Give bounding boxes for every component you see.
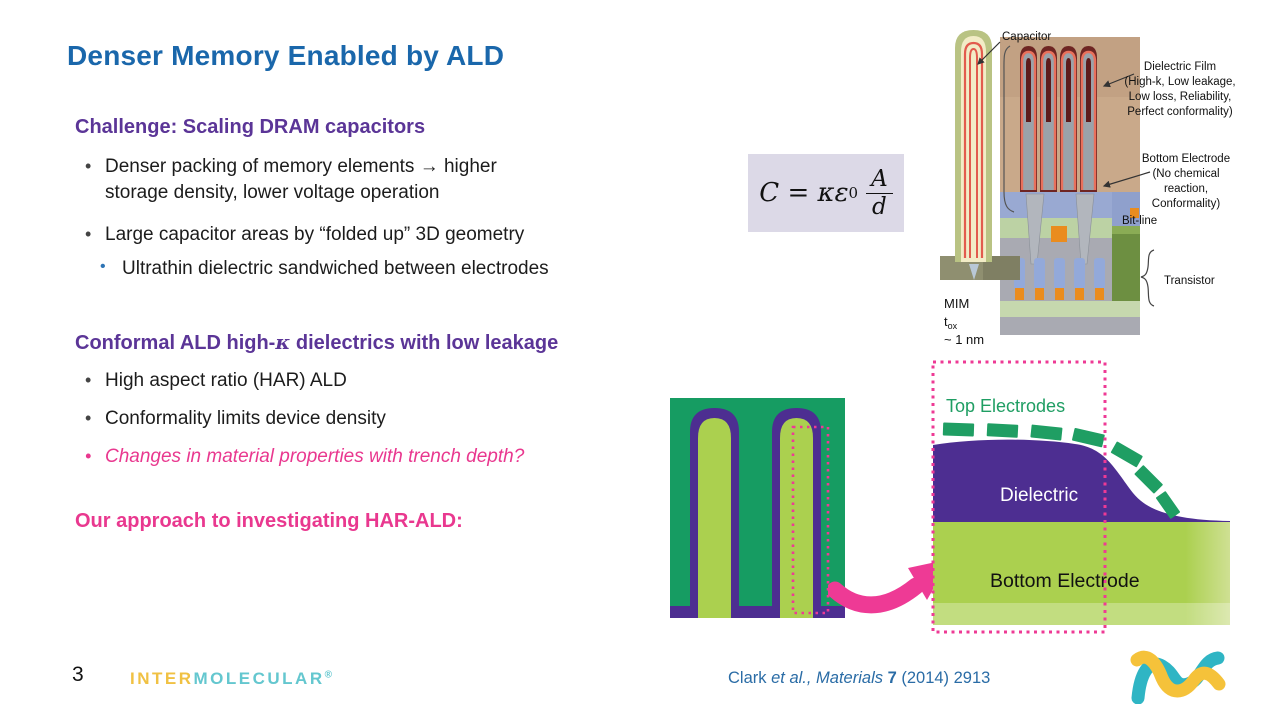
mim-pillar — [940, 30, 1020, 280]
conformal-heading-pre: Conformal ALD high- — [75, 332, 276, 354]
conformal-heading: Conformal ALD high-κ dielectrics with lo… — [75, 330, 558, 355]
conformal-heading-post: dielectrics with low leakage — [290, 332, 559, 354]
dielectric-film-label: Dielectric Film — [1144, 61, 1216, 73]
bullet-trench-depth-question: Changes in material properties with tren… — [85, 443, 685, 470]
tox-value-label: ~ 1 nm — [944, 332, 984, 347]
dram-labels: Capacitor Dielectric Film (High-k, Low l… — [944, 31, 1236, 347]
citation: Clark et al., Materials 7 (2014) 2913 — [728, 669, 991, 687]
trench-pillar-left — [690, 408, 739, 618]
svg-text:(High-k, Low leakage,: (High-k, Low leakage, — [1124, 76, 1235, 88]
logo-molecular: MOLECULAR — [193, 669, 325, 688]
sub-bullet-ultrathin: Ultrathin dielectric sandwiched between … — [100, 254, 682, 282]
svg-text:Perfect conformality): Perfect conformality) — [1127, 106, 1233, 118]
annotation-arrows — [977, 41, 1155, 307]
logo-inter: INTER — [130, 669, 194, 688]
m-brand-logo — [1130, 650, 1226, 704]
bottom-electrode-region-label: Bottom Electrode — [990, 570, 1140, 592]
bullet-denser-packing: Denser packing of memory elements → high… — [85, 153, 625, 206]
dram-capacitor-figure: Capacitor Dielectric Film (High-k, Low l… — [940, 30, 1236, 347]
dram-panel — [1000, 37, 1140, 335]
svg-text:(No chemical: (No chemical — [1152, 168, 1219, 180]
conformal-heading-kappa: κ — [275, 330, 291, 354]
zoom-region-box — [791, 425, 830, 615]
m-logo-yellow-wave — [1130, 650, 1226, 698]
capacitor-pillars — [1020, 46, 1097, 192]
dielectric-label: Dielectric — [1000, 485, 1078, 506]
bitline-label: Bit-line — [1122, 215, 1157, 227]
svg-text:Low loss, Reliability,: Low loss, Reliability, — [1129, 91, 1232, 103]
bottom-electrode-region — [933, 521, 1230, 625]
trench-figure — [670, 398, 845, 618]
zoom-frame — [931, 360, 1107, 634]
svg-text:reaction,: reaction, — [1164, 183, 1208, 195]
challenge-heading: Challenge: Scaling DRAM capacitors — [75, 116, 426, 138]
bullet-har-ald: High aspect ratio (HAR) ALD — [85, 367, 665, 394]
top-electrode-dashes — [942, 422, 1180, 519]
page-title: Denser Memory Enabled by ALD — [67, 40, 505, 71]
approach-heading: Our approach to investigating HAR-ALD: — [75, 510, 463, 532]
bullet-conformality: Conformality limits device density — [85, 405, 665, 432]
logo-registered-mark: ® — [324, 669, 332, 681]
formula-coeff: κε — [817, 178, 849, 208]
formula-denominator: d — [872, 193, 887, 220]
page-number: 3 — [72, 663, 84, 686]
formula-numerator: A — [866, 167, 893, 194]
intermolecular-logo: INTERMOLECULAR® — [130, 669, 332, 689]
formula-lhs: C — [759, 178, 780, 208]
dielectric-region — [933, 439, 1230, 522]
svg-text:Conformality): Conformality) — [1152, 198, 1221, 210]
transistor-label: Transistor — [1164, 275, 1215, 287]
svg-text:tox: tox — [944, 314, 958, 331]
mim-label: MIM — [944, 296, 969, 311]
bullet-large-areas: Large capacitor areas by “folded up” 3D … — [85, 221, 665, 248]
formula-equals: = — [779, 178, 818, 208]
top-electrodes-label: Top Electrodes — [946, 396, 1065, 416]
formula-subscript: 0 — [848, 184, 859, 202]
bottom-electrode-label: Bottom Electrode — [1142, 153, 1230, 165]
layer-stack-figure: Top Electrodes Dielectric Bottom Electro… — [931, 360, 1230, 634]
trench-pillar-right — [772, 408, 821, 618]
capacitor-label: Capacitor — [1002, 31, 1051, 43]
